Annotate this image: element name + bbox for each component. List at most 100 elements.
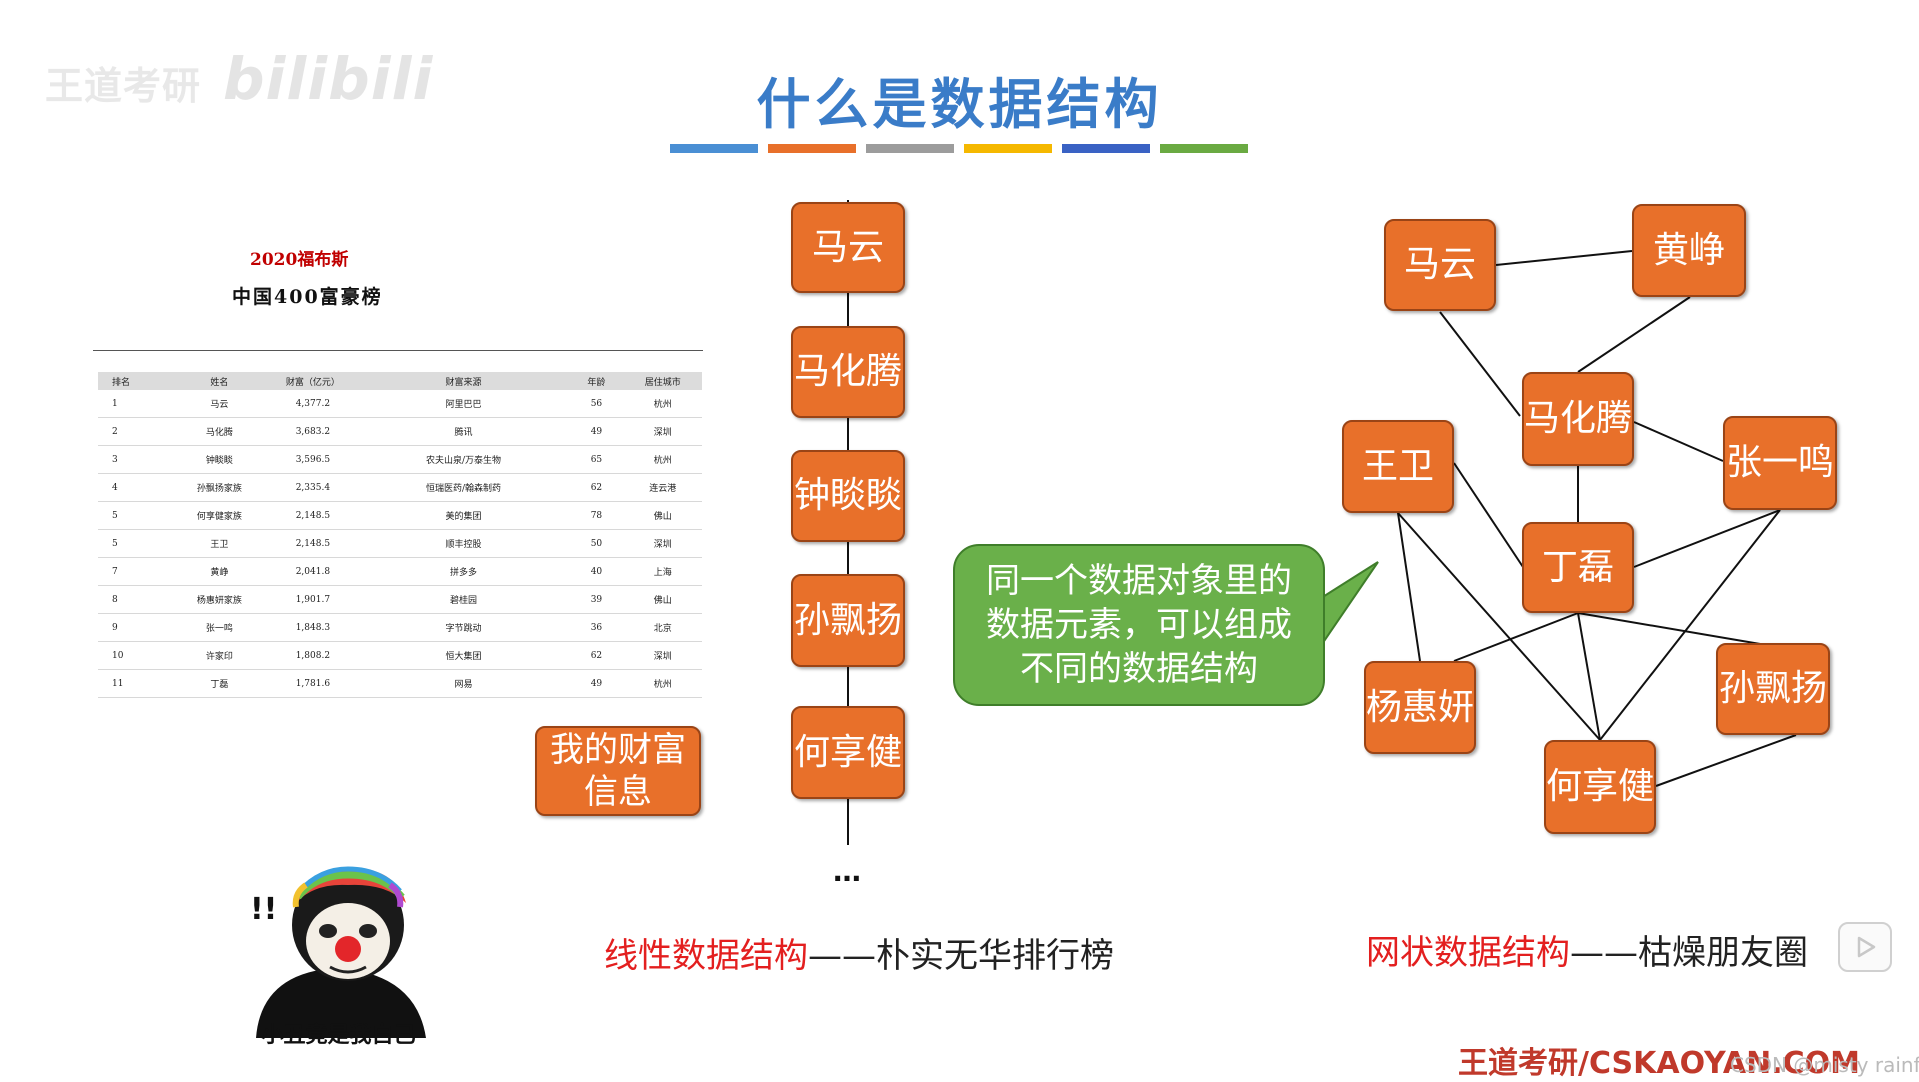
linear-node-mahuateng: 马化腾 [791, 326, 905, 418]
edge-wangwei-yanghuiyan [1397, 512, 1421, 662]
linear-node-mayun: 马云 [791, 202, 905, 293]
color-bar-segment-1 [670, 144, 758, 153]
ranking-supertitle: 2020福布斯 [250, 250, 349, 270]
edge-wangwei-dinglei [1453, 462, 1524, 568]
cell-rank: 10 [98, 641, 171, 670]
cell-age: 62 [569, 473, 624, 502]
cell-age: 50 [569, 529, 624, 558]
cell-city: 杭州 [623, 445, 702, 474]
cell-age: 49 [569, 669, 624, 698]
linear-node-hexiangjian: 何享健 [791, 706, 905, 799]
caption-network-desc: ——枯燥朋友圈 [1570, 933, 1808, 973]
cell-city: 佛山 [623, 585, 702, 614]
caption-linear-desc: ——朴实无华排行榜 [808, 936, 1114, 976]
cell-name: 黄峥 [170, 557, 269, 586]
linear-node-sunpiaoyang: 孙飘扬 [791, 574, 905, 667]
edge-huangzheng-mahuateng [1577, 296, 1691, 373]
cell-name: 何享健家族 [170, 501, 269, 530]
slide-title: 什么是数据结构 [756, 73, 1163, 136]
csdn-watermark: CSDN @misty rainfall [1730, 1053, 1919, 1077]
edge-dinglei-hexiangjian [1577, 612, 1601, 741]
play-icon [1857, 936, 1876, 958]
network-node-dinglei: 丁磊 [1522, 522, 1634, 613]
cell-rank: 11 [98, 669, 171, 698]
network-node-mahuateng: 马化腾 [1522, 372, 1634, 466]
network-node-wangwei: 王卫 [1342, 420, 1454, 513]
callout-text: 同一个数据对象里的数据元素，可以组成不同的数据结构 [986, 561, 1292, 689]
watermark-brand: 王道考研 [45, 64, 202, 108]
cell-city: 深圳 [623, 641, 702, 670]
cell-wealth: 1,781.6 [268, 669, 358, 698]
cell-source: 农夫山泉/万泰生物 [357, 445, 570, 474]
cell-rank: 1 [98, 390, 171, 418]
cell-age: 65 [569, 445, 624, 474]
cell-source: 阿里巴巴 [357, 390, 570, 418]
cell-wealth: 4,377.2 [268, 390, 358, 418]
caption-linear-term: 线性数据结构 [604, 936, 808, 976]
header-wealth: 财富（亿元） [268, 372, 358, 390]
color-bar-segment-3 [866, 144, 954, 153]
cell-rank: 5 [98, 501, 171, 530]
cell-source: 拼多多 [357, 557, 570, 586]
cell-source: 美的集团 [357, 501, 570, 530]
edge-dinglei-yanghuiyan [1453, 612, 1579, 662]
color-bar-segment-4 [964, 144, 1052, 153]
edge-dinglei-zhangyiming [1633, 509, 1781, 568]
edge-mayun-mahuateng [1439, 311, 1521, 417]
cell-name: 马云 [170, 390, 269, 418]
cell-name: 王卫 [170, 529, 269, 558]
cell-rank: 9 [98, 613, 171, 642]
svg-text:!!: !! [250, 892, 277, 927]
cell-age: 62 [569, 641, 624, 670]
cell-name: 钟睒睒 [170, 445, 269, 474]
footer-brand: 王道考研/CSKAOYAN.COM [1458, 1046, 1860, 1081]
cell-city: 深圳 [623, 529, 702, 558]
network-node-hexiangjian: 何享健 [1544, 740, 1656, 834]
caption-network: 网状数据结构——枯燥朋友圈 [1366, 925, 1808, 974]
cell-wealth: 1,808.2 [268, 641, 358, 670]
edge-mayun-huangzheng [1495, 250, 1633, 266]
ranking-title: 中国400富豪榜 [232, 286, 383, 308]
watermark-bilibili-logo: bilibili [223, 45, 434, 113]
cell-city: 杭州 [623, 390, 702, 418]
edge-dinglei-sunpiaoyang [1577, 612, 1773, 647]
cell-rank: 5 [98, 529, 171, 558]
caption-network-term: 网状数据结构 [1366, 933, 1570, 973]
color-bar-segment-6 [1160, 144, 1248, 153]
cell-city: 北京 [623, 613, 702, 642]
edge-zhangyiming-hexiangjian [1599, 509, 1781, 741]
cell-city: 佛山 [623, 501, 702, 530]
header-city: 居住城市 [623, 372, 702, 390]
cell-name: 杨惠妍家族 [170, 585, 269, 614]
linear-ellipsis: … [833, 855, 861, 888]
cell-source: 字节跳动 [357, 613, 570, 642]
network-node-zhangyiming: 张一鸣 [1723, 416, 1837, 510]
network-node-yanghuiyan: 杨惠妍 [1364, 661, 1476, 754]
video-play-button[interactable] [1838, 922, 1892, 972]
cell-age: 49 [569, 417, 624, 446]
cell-source: 恒瑞医药/翰森制药 [357, 473, 570, 502]
cell-rank: 2 [98, 417, 171, 446]
network-node-sunpiaoyang: 孙飘扬 [1716, 643, 1830, 735]
clown-sticker-image: !! [250, 866, 426, 1038]
cell-wealth: 2,041.8 [268, 557, 358, 586]
edge-sunpiaoyang-hexiangjian [1655, 734, 1797, 787]
header-source: 财富来源 [357, 372, 570, 390]
header-rank: 排名 [98, 372, 171, 390]
cell-rank: 7 [98, 557, 171, 586]
edge-wangwei-hexiangjian [1397, 512, 1601, 741]
cell-city: 连云港 [623, 473, 702, 502]
watermark: 王道考研 bilibili [45, 45, 433, 113]
cell-name: 许家印 [170, 641, 269, 670]
cell-city: 上海 [623, 557, 702, 586]
linear-node-zhongshanshan: 钟睒睒 [791, 450, 905, 542]
cell-wealth: 1,848.3 [268, 613, 358, 642]
ranking-divider [93, 350, 703, 351]
network-node-mayun: 马云 [1384, 219, 1496, 311]
